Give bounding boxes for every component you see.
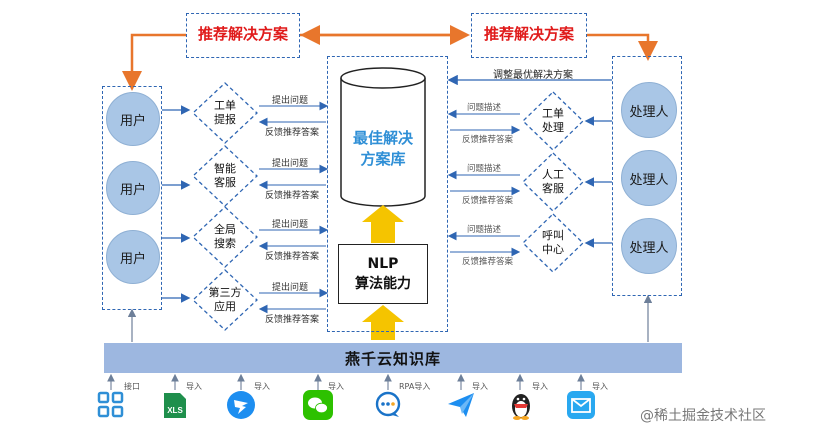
source-label: 导入 xyxy=(532,382,548,391)
recommend-arrows xyxy=(122,25,658,91)
source-label: 导入 xyxy=(186,382,202,391)
describe-label: 问题描述 xyxy=(467,103,502,113)
handler-node: 处理人 xyxy=(621,82,677,138)
handler-node: 处理人 xyxy=(621,218,677,274)
dingtalk-icon xyxy=(227,391,255,419)
nlp-line1: NLP xyxy=(367,256,399,272)
channel-ticket-submit: 工单 提报 xyxy=(214,99,236,126)
xls-icon: XLS xyxy=(164,393,186,418)
feedback-label: 反馈推荐答案 xyxy=(265,252,320,262)
paper-plane-icon xyxy=(448,393,474,417)
ask-label: 提出问题 xyxy=(272,96,309,106)
user-node: 用户 xyxy=(106,92,160,146)
knowledge-base-bar: 燕千云知识库 xyxy=(104,343,682,373)
recommend-label-left: 推荐解决方案 xyxy=(197,25,288,43)
feedback-label: 反馈推荐答案 xyxy=(265,315,320,325)
adjust-label: 调整最优解决方案 xyxy=(493,70,573,81)
handler-node: 处理人 xyxy=(621,150,677,206)
feedback-label: 反馈推荐答案 xyxy=(462,135,514,145)
describe-label: 问题描述 xyxy=(467,164,502,174)
feedback-label: 反馈推荐答案 xyxy=(265,128,320,138)
feedback-label: 反馈推荐答案 xyxy=(462,196,514,206)
channel-ticket-handle: 工单 处理 xyxy=(542,107,564,134)
source-arrows xyxy=(107,373,585,390)
recommend-label-right: 推荐解决方案 xyxy=(483,25,574,43)
nlp-box: NLP 算法能力 xyxy=(338,244,428,304)
nlp-line2: 算法能力 xyxy=(355,276,411,292)
channel-global-search: 全局 搜索 xyxy=(214,223,236,250)
right-diamonds xyxy=(522,91,584,273)
user-group-box xyxy=(102,86,162,310)
mail-icon xyxy=(567,391,595,419)
source-label: 导入 xyxy=(592,382,608,391)
source-label: 导入 xyxy=(328,382,344,391)
recommend-box-left: 推荐解决方案 xyxy=(186,13,300,58)
solution-db-cylinder xyxy=(340,67,426,207)
left-diamonds xyxy=(192,82,258,331)
describe-label: 问题描述 xyxy=(467,225,502,235)
ask-label: 提出问题 xyxy=(272,159,309,169)
handler-group-box xyxy=(612,56,682,296)
channel-human-service: 人工 客服 xyxy=(542,168,564,195)
source-label: RPA导入 xyxy=(399,382,431,391)
user-node: 用户 xyxy=(106,161,160,215)
ask-label: 提出问题 xyxy=(272,220,309,230)
channel-smart-service: 智能 客服 xyxy=(214,162,236,189)
channel-third-party: 第三方 应用 xyxy=(208,286,242,313)
qq-penguin-icon xyxy=(512,394,530,420)
watermark: @稀土掘金技术社区 xyxy=(640,408,766,424)
solution-db-label: 最佳解决 方案库 xyxy=(352,129,413,168)
grid-apps-icon xyxy=(97,391,124,418)
solution-db-box xyxy=(327,56,448,332)
feedback-label: 反馈推荐答案 xyxy=(462,257,514,267)
source-label: 接口 xyxy=(124,382,140,391)
source-label: 导入 xyxy=(254,382,270,391)
source-label: 导入 xyxy=(472,382,488,391)
feedback-label: 反馈推荐答案 xyxy=(265,191,320,201)
channel-call-center: 呼叫 中心 xyxy=(542,229,564,256)
ask-label: 提出问题 xyxy=(272,283,309,293)
recommend-box-right: 推荐解决方案 xyxy=(471,13,587,58)
svg-text:XLS: XLS xyxy=(167,406,183,415)
user-node: 用户 xyxy=(106,230,160,284)
wechat-icon xyxy=(303,390,333,420)
chat-bubble-icon xyxy=(375,391,401,417)
